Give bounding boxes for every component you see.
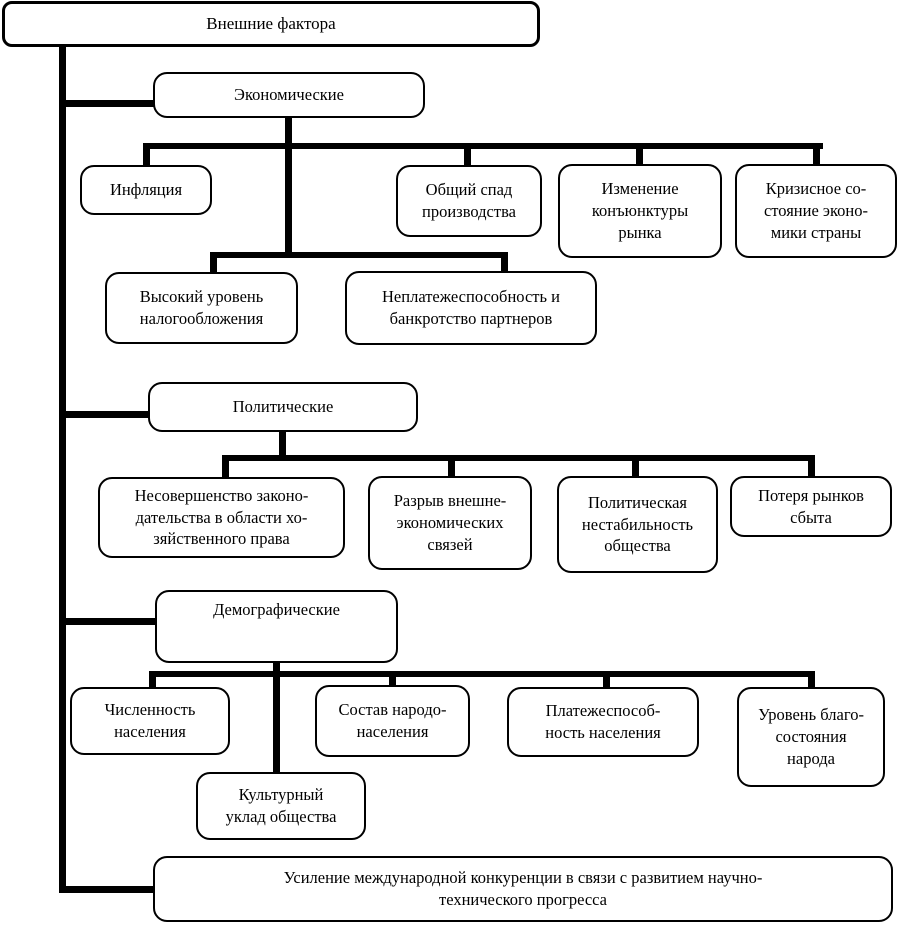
node-demographic-label: Демографические — [213, 600, 340, 619]
connector-economic-bus-2 — [210, 252, 508, 258]
node-market-conjuncture: Изменение конъюнктуры рынка — [558, 164, 722, 258]
node-political-instability: Политическая нестабильность общества — [557, 476, 718, 573]
node-population-size-label: Численность населения — [104, 700, 196, 741]
node-economy-crisis-label: Кризисное со- стояние эконо- мики страны — [763, 179, 869, 242]
connector-drop-partners-insolvency — [501, 252, 508, 271]
connector-drop-population-size — [149, 671, 156, 687]
node-imperfect-legislation-label: Несовершенство законо- дательства в обла… — [134, 485, 309, 549]
node-population-solvency: Платежеспособ- ность населения — [507, 687, 699, 757]
connector-drop-imperfect-legislation — [222, 455, 229, 477]
node-loss-of-markets: Потеря рынков сбыта — [730, 476, 892, 537]
node-population-size: Численность населения — [70, 687, 230, 755]
node-political-instability-label: Политическая нестабильность общества — [581, 492, 694, 556]
node-imperfect-legislation: Несовершенство законо- дательства в обла… — [98, 477, 345, 558]
connector-demographic-bus — [149, 671, 815, 677]
connector-drop-broken-ties — [448, 455, 455, 476]
node-partners-insolvency: Неплатежеспособность и банкротство партн… — [345, 271, 597, 345]
connector-drop-market-conjuncture — [636, 143, 643, 164]
connector-drop-economy-crisis — [813, 143, 820, 164]
node-broken-economic-ties-label: Разрыв внешне- экономических связей — [393, 491, 507, 554]
connector-branch-competition — [59, 886, 155, 893]
node-demographic: Демографические — [155, 590, 398, 663]
connector-economic-bus-1 — [143, 143, 823, 149]
node-broken-economic-ties: Разрыв внешне- экономических связей — [368, 476, 532, 570]
connector-drop-loss-of-markets — [808, 455, 815, 476]
connector-branch-demographic — [59, 618, 157, 625]
node-production-decline: Общий спад производства — [396, 165, 542, 237]
connector-drop-production-decline — [464, 143, 471, 165]
connector-political-center-drop — [279, 432, 286, 456]
node-loss-of-markets-label: Потеря рынков сбыта — [758, 485, 864, 527]
connector-drop-welfare-level — [808, 671, 815, 687]
connector-drop-high-taxes — [210, 252, 217, 272]
node-political: Политические — [148, 382, 418, 432]
connector-demographic-center-drop — [273, 663, 280, 772]
connector-main-trunk — [59, 46, 66, 893]
connector-political-bus — [222, 455, 815, 461]
node-high-taxes: Высокий уровень налогообложения — [105, 272, 298, 344]
connector-economic-center-drop — [285, 118, 292, 258]
node-welfare-level-label: Уровень благо- состояния народа — [758, 705, 864, 768]
node-population-composition: Состав народо- населения — [315, 685, 470, 757]
node-inflation-label: Инфляция — [109, 180, 183, 200]
node-high-taxes-label: Высокий уровень налогообложения — [139, 287, 264, 328]
node-cultural-structure: Культурный уклад общества — [196, 772, 366, 840]
connector-drop-population-solvency — [603, 671, 610, 687]
node-international-competition: Усиление международной конкуренции в свя… — [153, 856, 893, 922]
node-economy-crisis: Кризисное со- стояние эконо- мики страны — [735, 164, 897, 258]
node-population-composition-label: Состав народо- населения — [338, 700, 447, 741]
connector-branch-economic — [59, 100, 155, 107]
node-cultural-structure-label: Культурный уклад общества — [225, 785, 337, 826]
node-inflation: Инфляция — [80, 165, 212, 215]
node-partners-insolvency-label: Неплатежеспособность и банкротство партн… — [382, 287, 560, 328]
connector-drop-inflation — [143, 143, 150, 165]
node-political-label: Политические — [232, 397, 334, 417]
node-population-solvency-label: Платежеспособ- ность населения — [545, 701, 661, 742]
node-root-label: Внешние фактора — [206, 13, 336, 33]
node-international-competition-label: Усиление международной конкуренции в свя… — [283, 868, 763, 909]
node-market-conjuncture-label: Изменение конъюнктуры рынка — [591, 179, 689, 242]
connector-branch-political — [59, 411, 150, 418]
connector-drop-political-instability — [632, 455, 639, 476]
node-welfare-level: Уровень благо- состояния народа — [737, 687, 885, 787]
connector-drop-population-composition — [389, 671, 396, 685]
node-root: Внешние фактора — [2, 1, 540, 47]
node-production-decline-label: Общий спад производства — [422, 180, 516, 221]
node-economic: Экономические — [153, 72, 425, 118]
node-economic-label: Экономические — [234, 85, 344, 105]
